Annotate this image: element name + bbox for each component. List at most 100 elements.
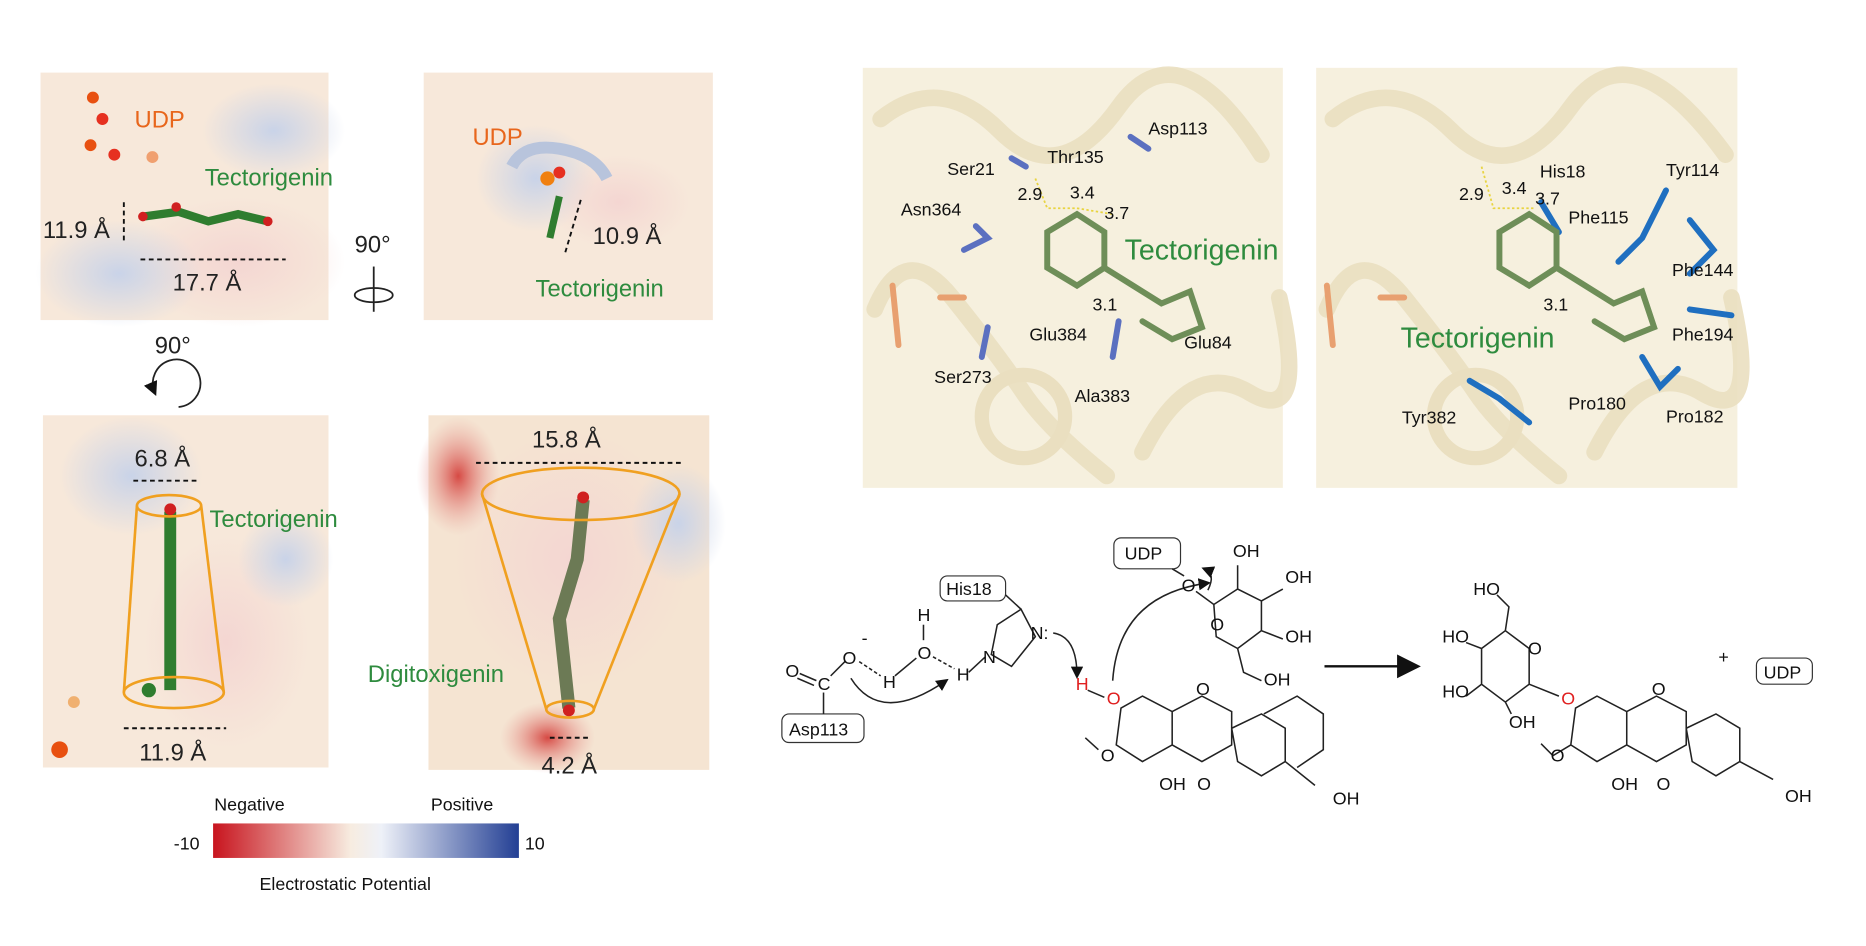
bottom-width: 11.9 Å <box>139 738 206 766</box>
his18-label: His18 <box>946 579 992 599</box>
atom-oh: OH <box>1264 669 1291 689</box>
atom-o: O <box>1182 575 1196 595</box>
plus-sign: + <box>1718 647 1728 667</box>
atom-o: O <box>1551 746 1565 766</box>
top-width: 6.8 Å <box>135 444 191 472</box>
residue-label: Phe144 <box>1672 260 1734 280</box>
residue-label: Phe115 <box>1568 208 1628 228</box>
atom-oh: OH <box>1611 774 1638 794</box>
atom-ho: HO <box>1442 681 1469 701</box>
his18-box <box>939 575 1007 602</box>
width-dimension: 10.9 Å <box>593 222 662 250</box>
atom-h: H <box>883 672 896 692</box>
colorbar: Negative Positive -10 10 Electrostatic P… <box>174 794 545 894</box>
ligand-label: Tectorigenin <box>536 275 664 302</box>
atom-o: O <box>1197 774 1211 794</box>
atom-h: H <box>957 665 970 685</box>
atom-o: O <box>1528 638 1542 658</box>
atom-o-red: O <box>1107 688 1121 708</box>
length-dimension: 17.7 Å <box>173 268 242 296</box>
atom-o: O <box>1210 615 1224 635</box>
residue-label: Asn364 <box>901 199 962 219</box>
top-width: 15.8 Å <box>532 425 601 453</box>
udp-box <box>1113 537 1182 570</box>
atom-o: O <box>1656 774 1670 794</box>
atom-ho: HO <box>1473 579 1500 599</box>
product-udp-box <box>1755 657 1813 685</box>
atom-oh: OH <box>1233 541 1260 561</box>
height-dimension: 11.9 Å <box>43 216 110 244</box>
distance-label: 3.7 <box>1535 189 1560 209</box>
atom-o: O <box>1101 746 1115 766</box>
atom-oh: OH <box>1333 788 1360 808</box>
residue-label: Ser273 <box>934 367 992 387</box>
residue-label: Tyr382 <box>1402 408 1457 428</box>
atom-o-minus: O <box>843 648 857 668</box>
colorbar-min: -10 <box>174 834 200 854</box>
colorbar-gradient <box>213 823 519 858</box>
distance-label: 3.4 <box>1070 183 1095 203</box>
surface-panel-b: UDP 10.9 Å Tectorigenin <box>423 72 713 321</box>
residue-label: Glu84 <box>1184 333 1232 353</box>
atom-o: O <box>1196 679 1210 699</box>
atom-oh: OH <box>1509 712 1536 732</box>
residue-label: Thr135 <box>1047 147 1104 167</box>
atom-c: C <box>818 674 831 694</box>
product-udp-label: UDP <box>1764 662 1802 682</box>
distance-label: 3.1 <box>1543 295 1568 315</box>
surface-panel-c: 6.8 Å Tectorigenin 11.9 Å <box>42 415 338 768</box>
atom-n: N <box>983 647 996 667</box>
residue-label: Tyr114 <box>1666 160 1719 180</box>
atom-oh: OH <box>1285 567 1312 587</box>
atom-ho: HO <box>1442 627 1469 647</box>
residue-label: Glu384 <box>1029 324 1087 344</box>
atom-h: H <box>918 605 931 625</box>
ligand-label: Tectorigenin <box>1125 234 1279 266</box>
tectorigenin-molecule <box>138 202 273 227</box>
distance-label: 2.9 <box>1459 184 1484 204</box>
udp-label: UDP <box>135 106 185 133</box>
ligand-label: Digitoxigenin <box>368 661 504 688</box>
atom-o: O <box>785 661 799 681</box>
rotation-horizontal-icon: 90° <box>143 332 202 408</box>
surface-panel-d: 15.8 Å Digitoxigenin 4.2 Å <box>368 415 726 779</box>
udp-label: UDP <box>472 124 522 151</box>
residue-label: His18 <box>1540 161 1586 181</box>
atom-o: O <box>918 643 932 663</box>
distance-label: 3.4 <box>1502 178 1527 198</box>
rotation-vertical-icon: 90° <box>353 231 394 312</box>
udp-label: UDP <box>1125 543 1163 563</box>
width-dimension-arrow <box>564 199 582 253</box>
positive-label: Positive <box>431 794 494 814</box>
ligand-label: Tectorigenin <box>205 165 333 192</box>
rotation-angle: 90° <box>155 332 191 359</box>
atom-o: O <box>1652 679 1666 699</box>
distance-label: 2.9 <box>1017 184 1042 204</box>
colorbar-title: Electrostatic Potential <box>259 874 430 894</box>
residue-label: Phe194 <box>1672 324 1734 344</box>
residue-label: Pro182 <box>1666 406 1724 426</box>
rotation-angle: 90° <box>355 231 391 258</box>
atom-n-lone-pair: N: <box>1031 623 1049 643</box>
udp-molecule <box>84 91 159 164</box>
residue-label: Ser21 <box>947 159 995 179</box>
ligand-label: Tectorigenin <box>210 506 338 533</box>
atom-oh: OH <box>1159 774 1186 794</box>
reaction-mechanism: Asp113 C O O - H O H H His18 N N: H O O … <box>781 537 1813 808</box>
atom-o-red: O <box>1561 688 1575 708</box>
binding-site-panel-1: Tectorigenin Asp113 Ser21 Thr135 Asn364 … <box>862 66 1298 488</box>
negative-label: Negative <box>214 794 284 814</box>
distance-label: 3.7 <box>1104 203 1129 223</box>
asp113-label: Asp113 <box>789 719 848 739</box>
residue-label: Ala383 <box>1075 386 1131 406</box>
charge: - <box>862 628 868 648</box>
distance-label: 3.1 <box>1092 295 1117 315</box>
binding-site-panel-2: Tectorigenin His18 Phe115 Tyr114 Phe144 … <box>1316 66 1750 488</box>
colorbar-max: 10 <box>525 834 545 854</box>
residue-label: Asp113 <box>1148 118 1207 138</box>
bottom-width: 4.2 Å <box>542 751 598 779</box>
surface-panel-a: UDP Tectorigenin 11.9 Å 17.7 Å <box>35 72 346 328</box>
atom-h-red: H <box>1076 674 1089 694</box>
atom-oh: OH <box>1285 627 1312 647</box>
